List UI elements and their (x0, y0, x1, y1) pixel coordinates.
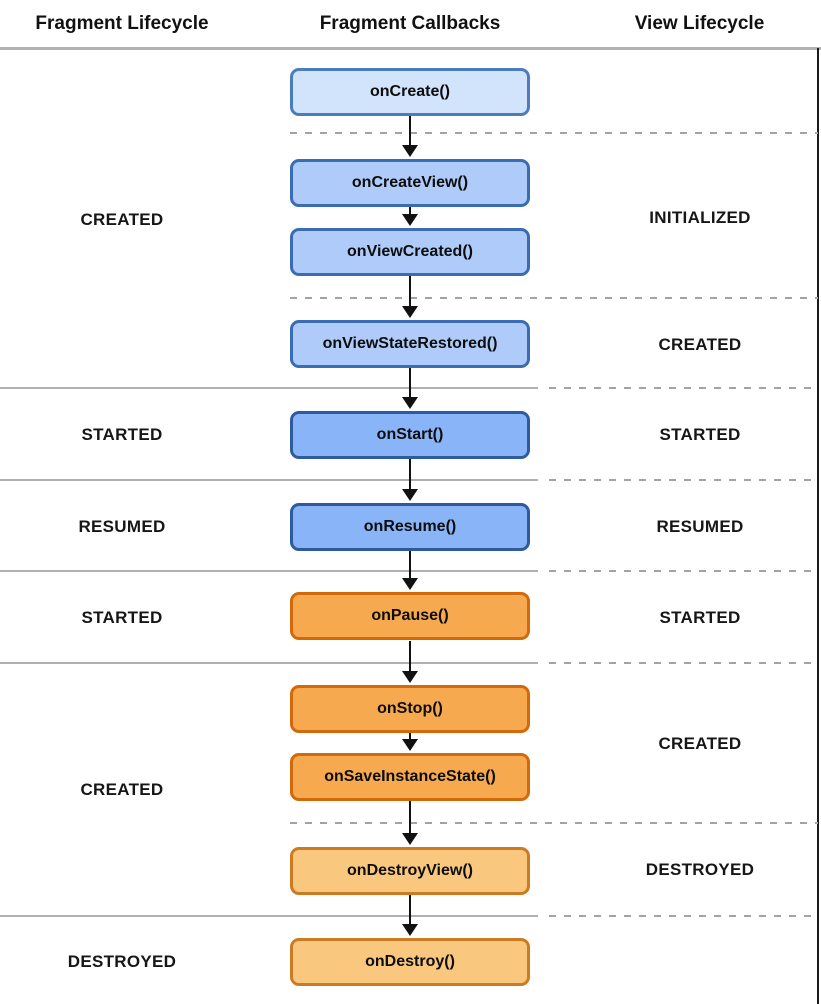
arrow-ondestroyview-to-ondestroy (401, 892, 419, 936)
view-divider-bottom (549, 915, 818, 917)
callback-box-onstop: onStop() (290, 685, 530, 733)
view-state-created: CREATED (658, 335, 742, 354)
arrow-onviewstaterestored-to-onstart (401, 368, 419, 409)
fragment-divider-destroyed (0, 915, 538, 917)
header-divider (0, 47, 821, 50)
fragment-divider-started-down (0, 570, 538, 572)
fragment-divider-started (0, 387, 538, 389)
view-divider-destroyed (290, 822, 818, 824)
view-state-resumed: RESUMED (656, 517, 744, 536)
callback-box-oncreate: onCreate() (290, 68, 530, 116)
arrow-onstop-to-onsaveinstancestate (401, 732, 419, 751)
diagram-right-border (817, 48, 819, 1004)
fragment-state-started: STARTED (81, 425, 163, 444)
arrow-oncreateview-to-onviewcreated (401, 207, 419, 226)
arrow-onresume-to-onpause (401, 550, 419, 590)
callback-box-onstart: onStart() (290, 411, 530, 459)
arrow-onstart-to-onresume (401, 459, 419, 501)
view-state-created-down: CREATED (658, 734, 742, 753)
fragment-state-destroyed: DESTROYED (67, 952, 177, 971)
callback-box-onresume: onResume() (290, 503, 530, 551)
fragment-divider-created-down (0, 662, 538, 664)
view-state-started-down: STARTED (659, 608, 741, 627)
header-view-lifecycle: View Lifecycle (634, 13, 765, 34)
header-fragment-lifecycle: Fragment Lifecycle (35, 13, 209, 34)
fragment-state-resumed: RESUMED (78, 517, 166, 536)
callback-box-onpause: onPause() (290, 592, 530, 640)
view-divider-resumed (549, 479, 818, 481)
arrow-oncreate-to-oncreateview (401, 116, 419, 157)
fragment-state-created-down: CREATED (80, 780, 164, 799)
fragment-divider-resumed (0, 479, 538, 481)
view-divider-created-down (549, 662, 818, 664)
view-state-started: STARTED (659, 425, 741, 444)
view-divider-created (290, 297, 818, 299)
view-divider-initialized (290, 132, 818, 134)
view-state-initialized: INITIALIZED (649, 208, 751, 227)
callback-box-oncreateview: onCreateView() (290, 159, 530, 207)
header-fragment-callbacks: Fragment Callbacks (319, 13, 501, 34)
callback-box-onsaveinstancestate: onSaveInstanceState() (290, 753, 530, 801)
callback-box-ondestroy: onDestroy() (290, 938, 530, 986)
arrow-onpause-to-onstop (401, 641, 419, 683)
callback-box-ondestroyview: onDestroyView() (290, 847, 530, 895)
fragment-state-created: CREATED (80, 210, 164, 229)
fragment-state-started-down: STARTED (81, 608, 163, 627)
view-divider-started (549, 387, 818, 389)
arrow-onsaveinstancestate-to-ondestroyview (401, 800, 419, 845)
view-divider-started-down (549, 570, 818, 572)
callback-box-onviewstaterestored: onViewStateRestored() (290, 320, 530, 368)
callback-box-onviewcreated: onViewCreated() (290, 228, 530, 276)
arrow-onviewcreated-to-onviewstaterestored (401, 276, 419, 318)
view-state-destroyed: DESTROYED (645, 860, 755, 879)
